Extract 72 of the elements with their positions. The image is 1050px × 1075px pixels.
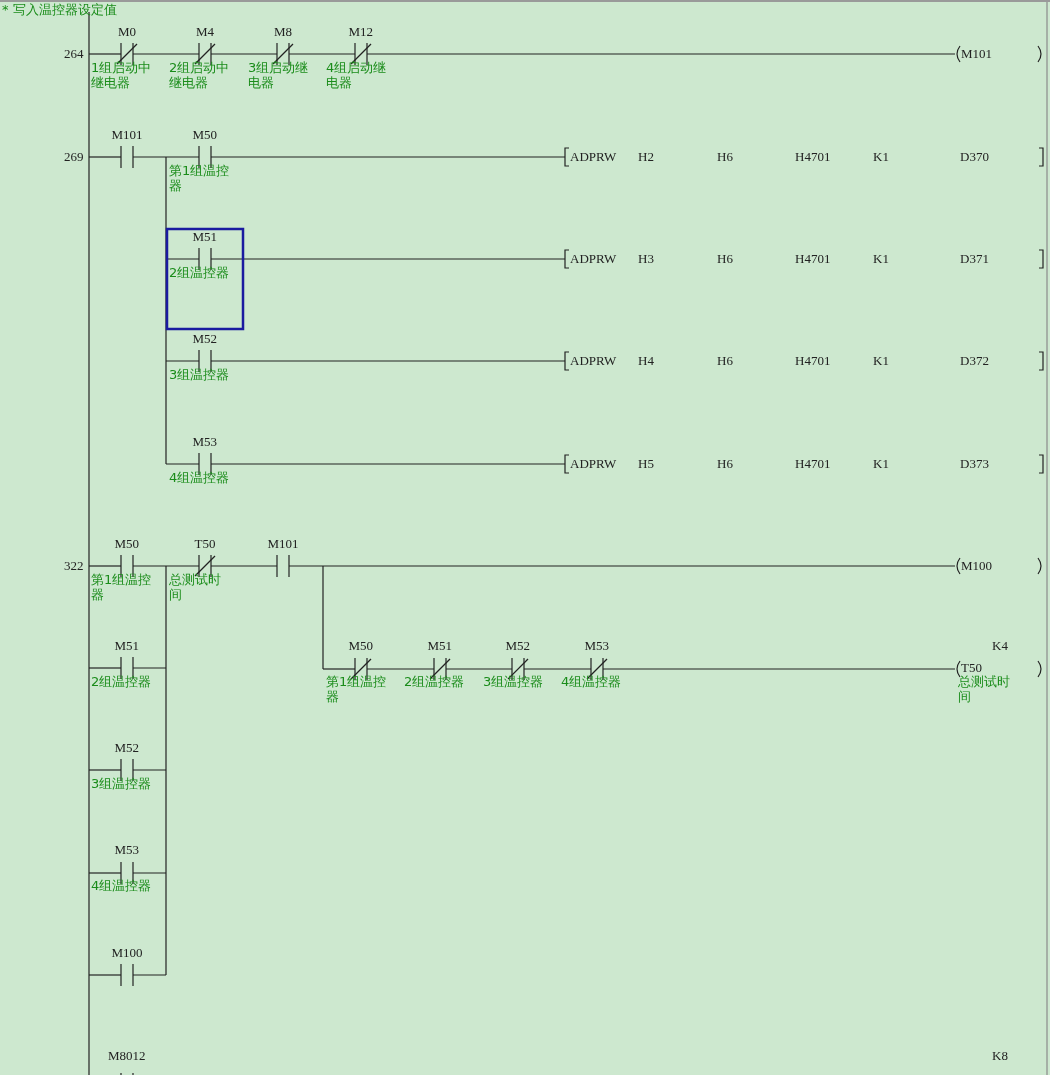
instruction-operand: H6 <box>717 353 733 368</box>
instruction-operand: D370 <box>960 149 989 164</box>
instruction-operand: H4701 <box>795 251 831 266</box>
section-heading: * 写入温控器设定值 <box>2 2 117 17</box>
device-comment: 2组启动中继电器 <box>169 60 231 90</box>
device-label: M50 <box>114 536 140 551</box>
device-label: M101 <box>267 536 299 551</box>
device-label: T50 <box>194 536 216 551</box>
instruction-operand: H4701 <box>795 149 831 164</box>
rung-number: 269 <box>64 149 84 164</box>
instruction-operand: H4701 <box>795 353 831 368</box>
instruction-operand: ADPRW <box>570 251 617 266</box>
instruction-operand: M101 <box>961 46 993 61</box>
instruction-operand: H3 <box>638 251 654 266</box>
device-label: M51 <box>114 638 140 653</box>
device-label: K4 <box>992 638 1008 653</box>
device-label: M50 <box>192 127 218 142</box>
device-label: M53 <box>114 842 140 857</box>
device-label: M51 <box>427 638 453 653</box>
instruction-operand: T50 <box>961 660 982 675</box>
device-label: M0 <box>118 24 137 39</box>
instruction-operand: H4701 <box>795 456 831 471</box>
device-comment: 2组温控器 <box>404 674 466 689</box>
instruction-operand: K1 <box>873 251 889 266</box>
instruction-operand: K1 <box>873 353 889 368</box>
device-comment: 总测试时间 <box>169 572 222 602</box>
device-label: M8012 <box>108 1048 146 1063</box>
device-comment: 第1组温控器 <box>326 674 388 704</box>
device-comment: 总测试时间 <box>958 674 1011 704</box>
device-comment: 4组启动继电器 <box>326 60 388 90</box>
device-comment: 2组温控器 <box>91 674 153 689</box>
instruction-operand: H2 <box>638 149 654 164</box>
rung-number: 264 <box>64 46 84 61</box>
device-label: M53 <box>192 434 218 449</box>
device-label: M100 <box>111 945 143 960</box>
device-label: M52 <box>505 638 531 653</box>
instruction-operand: M100 <box>961 558 993 573</box>
device-comment: 4组温控器 <box>169 470 231 485</box>
device-comment: 3组温控器 <box>169 367 231 382</box>
instruction-operand: H6 <box>717 149 733 164</box>
device-label: M52 <box>192 331 218 346</box>
instruction-operand: D372 <box>960 353 989 368</box>
device-comment: 1组启动中继电器 <box>91 60 153 90</box>
device-comment: 第1组温控器 <box>91 572 153 602</box>
instruction-operand: H6 <box>717 456 733 471</box>
instruction-operand: ADPRW <box>570 353 617 368</box>
device-comment: 4组温控器 <box>91 878 153 893</box>
device-label: M50 <box>348 638 374 653</box>
instruction-operand: K1 <box>873 456 889 471</box>
device-label: M51 <box>192 229 218 244</box>
device-label: M101 <box>111 127 143 142</box>
device-comment: 4组温控器 <box>561 674 623 689</box>
instruction-operand: ADPRW <box>570 456 617 471</box>
device-comment: 3组温控器 <box>91 776 153 791</box>
device-label: M12 <box>348 24 374 39</box>
device-label: K8 <box>992 1048 1008 1063</box>
rung-number: 322 <box>64 558 84 573</box>
device-label: M52 <box>114 740 140 755</box>
device-comment: 3组启动继电器 <box>248 60 310 90</box>
instruction-operand: D373 <box>960 456 989 471</box>
instruction-operand: H6 <box>717 251 733 266</box>
instruction-operand: K1 <box>873 149 889 164</box>
instruction-operand: H5 <box>638 456 654 471</box>
device-label: M8 <box>274 24 293 39</box>
instruction-operand: ADPRW <box>570 149 617 164</box>
device-comment: 3组温控器 <box>483 674 545 689</box>
device-comment: 第1组温控器 <box>169 163 231 193</box>
instruction-operand: D371 <box>960 251 989 266</box>
device-comment: 2组温控器 <box>169 265 231 280</box>
device-label: M53 <box>584 638 610 653</box>
instruction-operand: H4 <box>638 353 654 368</box>
device-label: M4 <box>196 24 215 39</box>
